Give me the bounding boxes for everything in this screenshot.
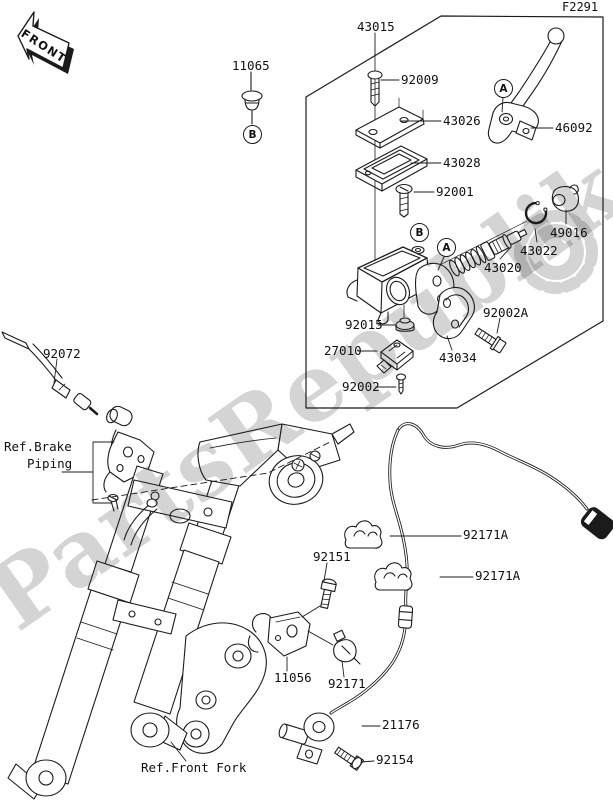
part-label-92072: 92072 xyxy=(43,346,81,361)
part-label-92151: 92151 xyxy=(313,549,351,564)
part-label-43034: 43034 xyxy=(439,350,477,365)
part-label-49016: 49016 xyxy=(550,225,588,240)
watermark-gear-icon xyxy=(520,216,592,288)
cable-connector xyxy=(579,505,613,541)
ref-label-piping: Piping xyxy=(27,456,73,471)
part-label-92001: 92001 xyxy=(436,184,474,199)
part-label-43020: 43020 xyxy=(484,260,522,275)
callout-a-lever: A xyxy=(494,79,513,98)
part-label-11065: 11065 xyxy=(232,58,270,73)
callout-b-body: B xyxy=(410,223,429,242)
sensor-cable-21176 xyxy=(278,424,613,764)
part-label-92154: 92154 xyxy=(376,752,414,767)
ref-label-brake: Ref.Brake xyxy=(4,439,72,454)
part-label-92009: 92009 xyxy=(401,72,439,87)
part-label-92015: 92015 xyxy=(345,317,383,332)
part-label-43028: 43028 xyxy=(443,155,481,170)
clamp-92171 xyxy=(334,630,360,664)
front-fork-drawing xyxy=(8,424,354,799)
callout-a-body: A xyxy=(437,238,456,257)
part-label-92002: 92002 xyxy=(342,379,380,394)
clamp-92171a-2 xyxy=(375,563,412,590)
part-label-21176: 21176 xyxy=(382,717,420,732)
bracket-11056 xyxy=(248,606,333,656)
figure-code: F2291 xyxy=(562,0,599,14)
bolt-92151 xyxy=(317,578,337,609)
part-label-92002a: 92002A xyxy=(483,305,529,320)
bolt-92154 xyxy=(334,745,364,771)
part-label-92171: 92171 xyxy=(328,676,366,691)
part-11065-cap xyxy=(242,72,262,124)
front-arrow: FRONT xyxy=(18,12,74,74)
master-cylinder-parts xyxy=(347,28,578,394)
part-label-43022: 43022 xyxy=(520,243,558,258)
part-label-92171a-1: 92171A xyxy=(463,527,509,542)
ref-label-front-fork: Ref.Front Fork xyxy=(141,760,247,775)
part-label-43015: 43015 xyxy=(357,19,395,34)
subassembly-box xyxy=(306,16,603,408)
part-label-43026: 43026 xyxy=(443,113,481,128)
part-label-92171a-2: 92171A xyxy=(475,568,521,583)
callout-b-11065: B xyxy=(243,125,262,144)
part-label-27010: 27010 xyxy=(324,343,362,358)
leader-lines xyxy=(54,33,566,762)
part-92072-cable xyxy=(2,332,97,414)
part-label-46092: 46092 xyxy=(555,120,593,135)
part-label-11056: 11056 xyxy=(274,670,312,685)
speed-sensor xyxy=(278,713,334,764)
clamp-92171a-1 xyxy=(345,521,382,548)
